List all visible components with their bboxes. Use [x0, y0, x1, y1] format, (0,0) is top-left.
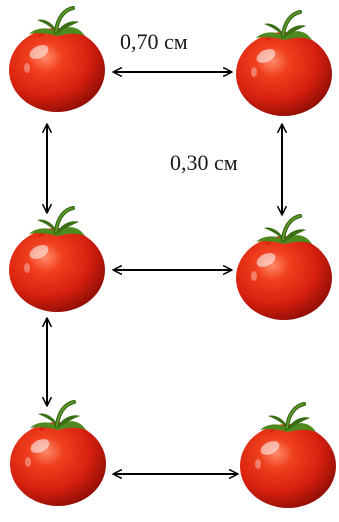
tomato-icon [8, 400, 108, 508]
tomato-icon [7, 206, 107, 314]
tomato-icon [238, 402, 338, 510]
tomato-icon [234, 10, 334, 119]
horizontal-spacing-label: 0,70 см [120, 29, 188, 54]
tomato-icon [234, 214, 334, 322]
tomato-icon [7, 6, 107, 115]
vertical-spacing-label: 0,30 см [170, 150, 238, 175]
